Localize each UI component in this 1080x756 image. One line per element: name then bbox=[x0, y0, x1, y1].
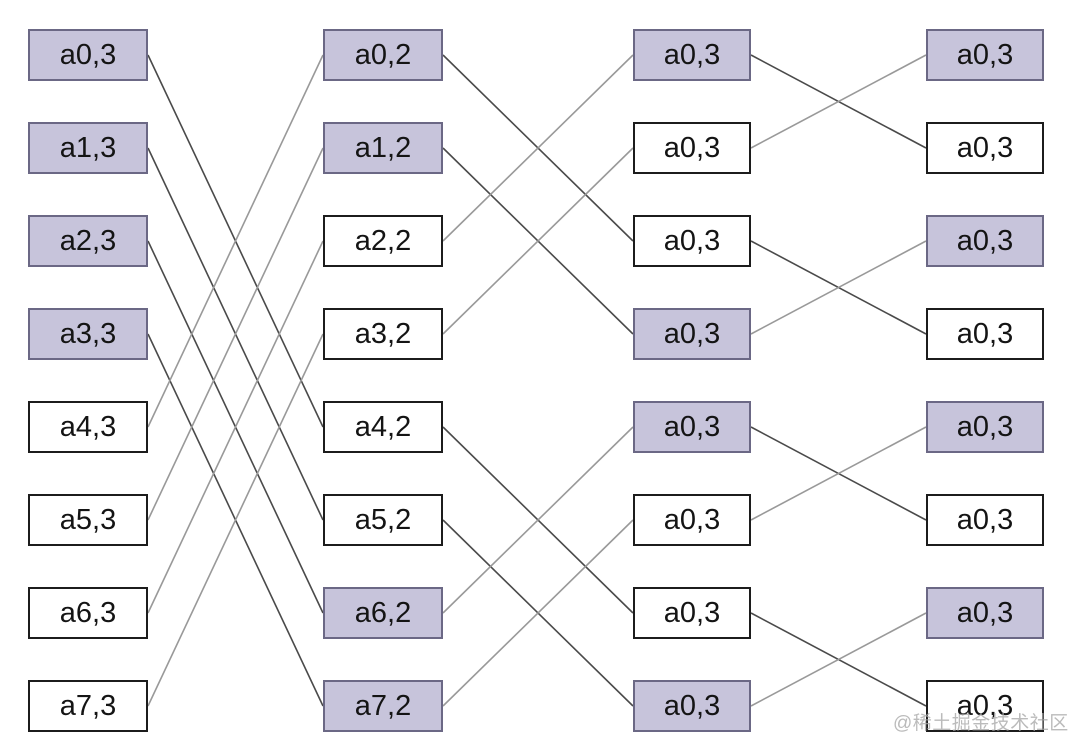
diagram-node: a0,3 bbox=[633, 308, 751, 360]
node-label: a0,3 bbox=[956, 317, 1014, 350]
node-label: a0,3 bbox=[59, 38, 117, 71]
diagram-node: a0,3 bbox=[633, 587, 751, 639]
diagram-node: a0,3 bbox=[926, 401, 1044, 453]
watermark-text: @稀土掘金技术社区 bbox=[893, 713, 1069, 734]
node-label: a1,3 bbox=[59, 131, 117, 164]
node-label: a7,3 bbox=[59, 689, 117, 722]
diagram-node: a3,2 bbox=[323, 308, 443, 360]
node-label: a4,2 bbox=[354, 410, 412, 443]
node-label: a0,3 bbox=[956, 38, 1014, 71]
diagram-node: a0,3 bbox=[633, 29, 751, 81]
node-label: a2,3 bbox=[59, 224, 117, 257]
node-label: a0,3 bbox=[956, 224, 1014, 257]
diagram-node: a0,3 bbox=[926, 587, 1044, 639]
diagram-node: a6,3 bbox=[28, 587, 148, 639]
node-label: a0,3 bbox=[663, 689, 721, 722]
node-label: a0,3 bbox=[956, 410, 1014, 443]
node-label: a0,3 bbox=[956, 596, 1014, 629]
diagram-node: a0,3 bbox=[633, 122, 751, 174]
node-label: a0,3 bbox=[663, 596, 721, 629]
diagram-node: a6,2 bbox=[323, 587, 443, 639]
connection-line bbox=[147, 333, 324, 707]
diagram-node: a0,3 bbox=[633, 215, 751, 267]
diagram-node: a1,3 bbox=[28, 122, 148, 174]
node-label: a0,3 bbox=[956, 503, 1014, 536]
node-label: a4,3 bbox=[59, 410, 117, 443]
diagram-node: a0,3 bbox=[633, 680, 751, 732]
diagram-node: a5,3 bbox=[28, 494, 148, 546]
connection-line bbox=[147, 147, 324, 521]
node-label: a0,2 bbox=[354, 38, 412, 71]
diagram-node: a0,3 bbox=[926, 308, 1044, 360]
connection-line bbox=[750, 54, 927, 149]
diagram-node: a3,3 bbox=[28, 308, 148, 360]
diagram-node: a2,2 bbox=[323, 215, 443, 267]
diagram-node: a0,3 bbox=[926, 29, 1044, 81]
node-label: a0,3 bbox=[663, 38, 721, 71]
node-label: a7,2 bbox=[354, 689, 412, 722]
diagram-node: a0,3 bbox=[926, 122, 1044, 174]
node-label: a5,3 bbox=[59, 503, 117, 536]
node-label: a5,2 bbox=[354, 503, 412, 536]
diagram-node: a4,3 bbox=[28, 401, 148, 453]
diagram-node: a0,3 bbox=[633, 494, 751, 546]
node-label: a3,3 bbox=[59, 317, 117, 350]
node-label: a0,3 bbox=[663, 410, 721, 443]
connection-line bbox=[442, 54, 634, 242]
node-label: a0,3 bbox=[663, 317, 721, 350]
connection-line bbox=[147, 54, 324, 428]
diagram-node: a4,2 bbox=[323, 401, 443, 453]
node-label: a6,2 bbox=[354, 596, 412, 629]
diagram-node: a0,3 bbox=[926, 494, 1044, 546]
node-label: a2,2 bbox=[354, 224, 412, 257]
node-label: a6,3 bbox=[59, 596, 117, 629]
node-label: a3,2 bbox=[354, 317, 412, 350]
connection-line bbox=[442, 147, 634, 335]
diagram-node: a2,3 bbox=[28, 215, 148, 267]
connection-line bbox=[442, 519, 634, 707]
connection-line bbox=[750, 426, 927, 521]
diagram-node: a0,3 bbox=[28, 29, 148, 81]
connection-line bbox=[147, 240, 324, 614]
node-label: a0,3 bbox=[663, 131, 721, 164]
connection-line bbox=[750, 240, 927, 335]
diagram-node: a0,2 bbox=[323, 29, 443, 81]
diagram-node: a5,2 bbox=[323, 494, 443, 546]
connection-line bbox=[442, 426, 634, 614]
node-label: a0,3 bbox=[956, 131, 1014, 164]
connection-line bbox=[750, 612, 927, 707]
diagram-node: a0,3 bbox=[926, 215, 1044, 267]
node-label: a1,2 bbox=[354, 131, 412, 164]
diagram-node: a7,2 bbox=[323, 680, 443, 732]
diagram-node: a7,3 bbox=[28, 680, 148, 732]
node-label: a0,3 bbox=[956, 689, 1014, 722]
node-label: a0,3 bbox=[663, 503, 721, 536]
diagram-node: a0,3 bbox=[926, 680, 1044, 732]
diagram-node: a0,3 bbox=[633, 401, 751, 453]
node-label: a0,3 bbox=[663, 224, 721, 257]
diagram-node: a1,2 bbox=[323, 122, 443, 174]
